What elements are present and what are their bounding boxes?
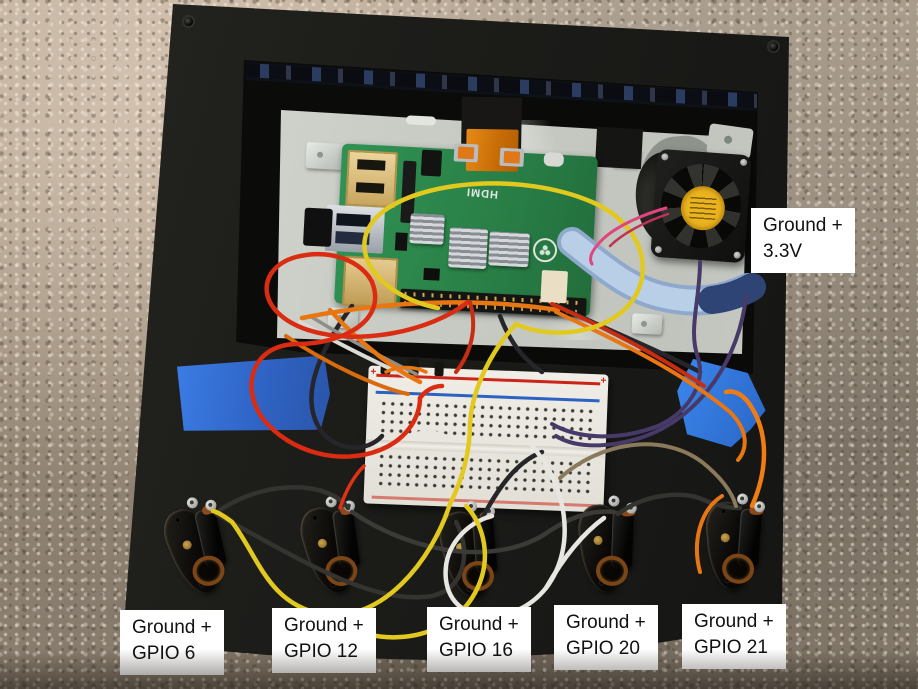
wire-white-jumper <box>404 430 449 439</box>
wire-orange <box>723 389 767 509</box>
wire-red-fan <box>608 212 670 248</box>
ribbon-cable-tip <box>698 273 766 314</box>
annotation-line: Ground + <box>694 611 774 632</box>
annotation-line: Ground + <box>439 614 519 635</box>
wire-ground-chain <box>615 492 743 517</box>
annotation-ground-3v3: Ground + 3.3V <box>751 208 855 274</box>
wire-purple <box>554 294 748 448</box>
wire-pink-fan <box>588 206 668 266</box>
annotation-line: 3.3V <box>763 241 803 263</box>
wire-orange <box>327 307 423 385</box>
wire-yellow <box>467 321 519 427</box>
wire-red <box>338 464 366 510</box>
wire-ground-chain <box>217 485 351 513</box>
switch-terminal <box>466 501 477 512</box>
wire-purple <box>656 260 702 428</box>
wire-black <box>497 313 545 375</box>
wire-yellow <box>210 508 235 525</box>
wire-red <box>550 302 706 388</box>
annotation-line: Ground + <box>284 615 364 636</box>
wire-orange <box>695 494 724 574</box>
wire-red <box>454 300 476 374</box>
wire-red <box>249 279 423 459</box>
panel-screw-hole <box>769 42 778 51</box>
switch-screw <box>456 543 465 552</box>
annotation-line: Ground + <box>132 617 212 638</box>
wire-ground-chain <box>213 511 467 600</box>
wire-black <box>477 449 545 525</box>
wire-ground-chain <box>349 509 617 555</box>
wire-orange-jumper <box>384 365 428 374</box>
wire-orange <box>299 300 561 321</box>
wire-yellow <box>447 421 473 507</box>
annotation-line: Ground + <box>566 612 646 633</box>
panel-screw-hole <box>184 17 193 26</box>
wire-red <box>264 251 471 339</box>
wire-orange <box>554 310 747 462</box>
wire-white <box>543 515 607 591</box>
wire-yellow <box>362 181 646 335</box>
bottom-shadow <box>0 649 918 689</box>
wire-red <box>417 383 445 401</box>
annotation-line: Ground + <box>763 215 843 236</box>
switch-terminal <box>484 506 495 517</box>
wire-tan <box>558 442 738 508</box>
wire-purple <box>550 422 660 439</box>
